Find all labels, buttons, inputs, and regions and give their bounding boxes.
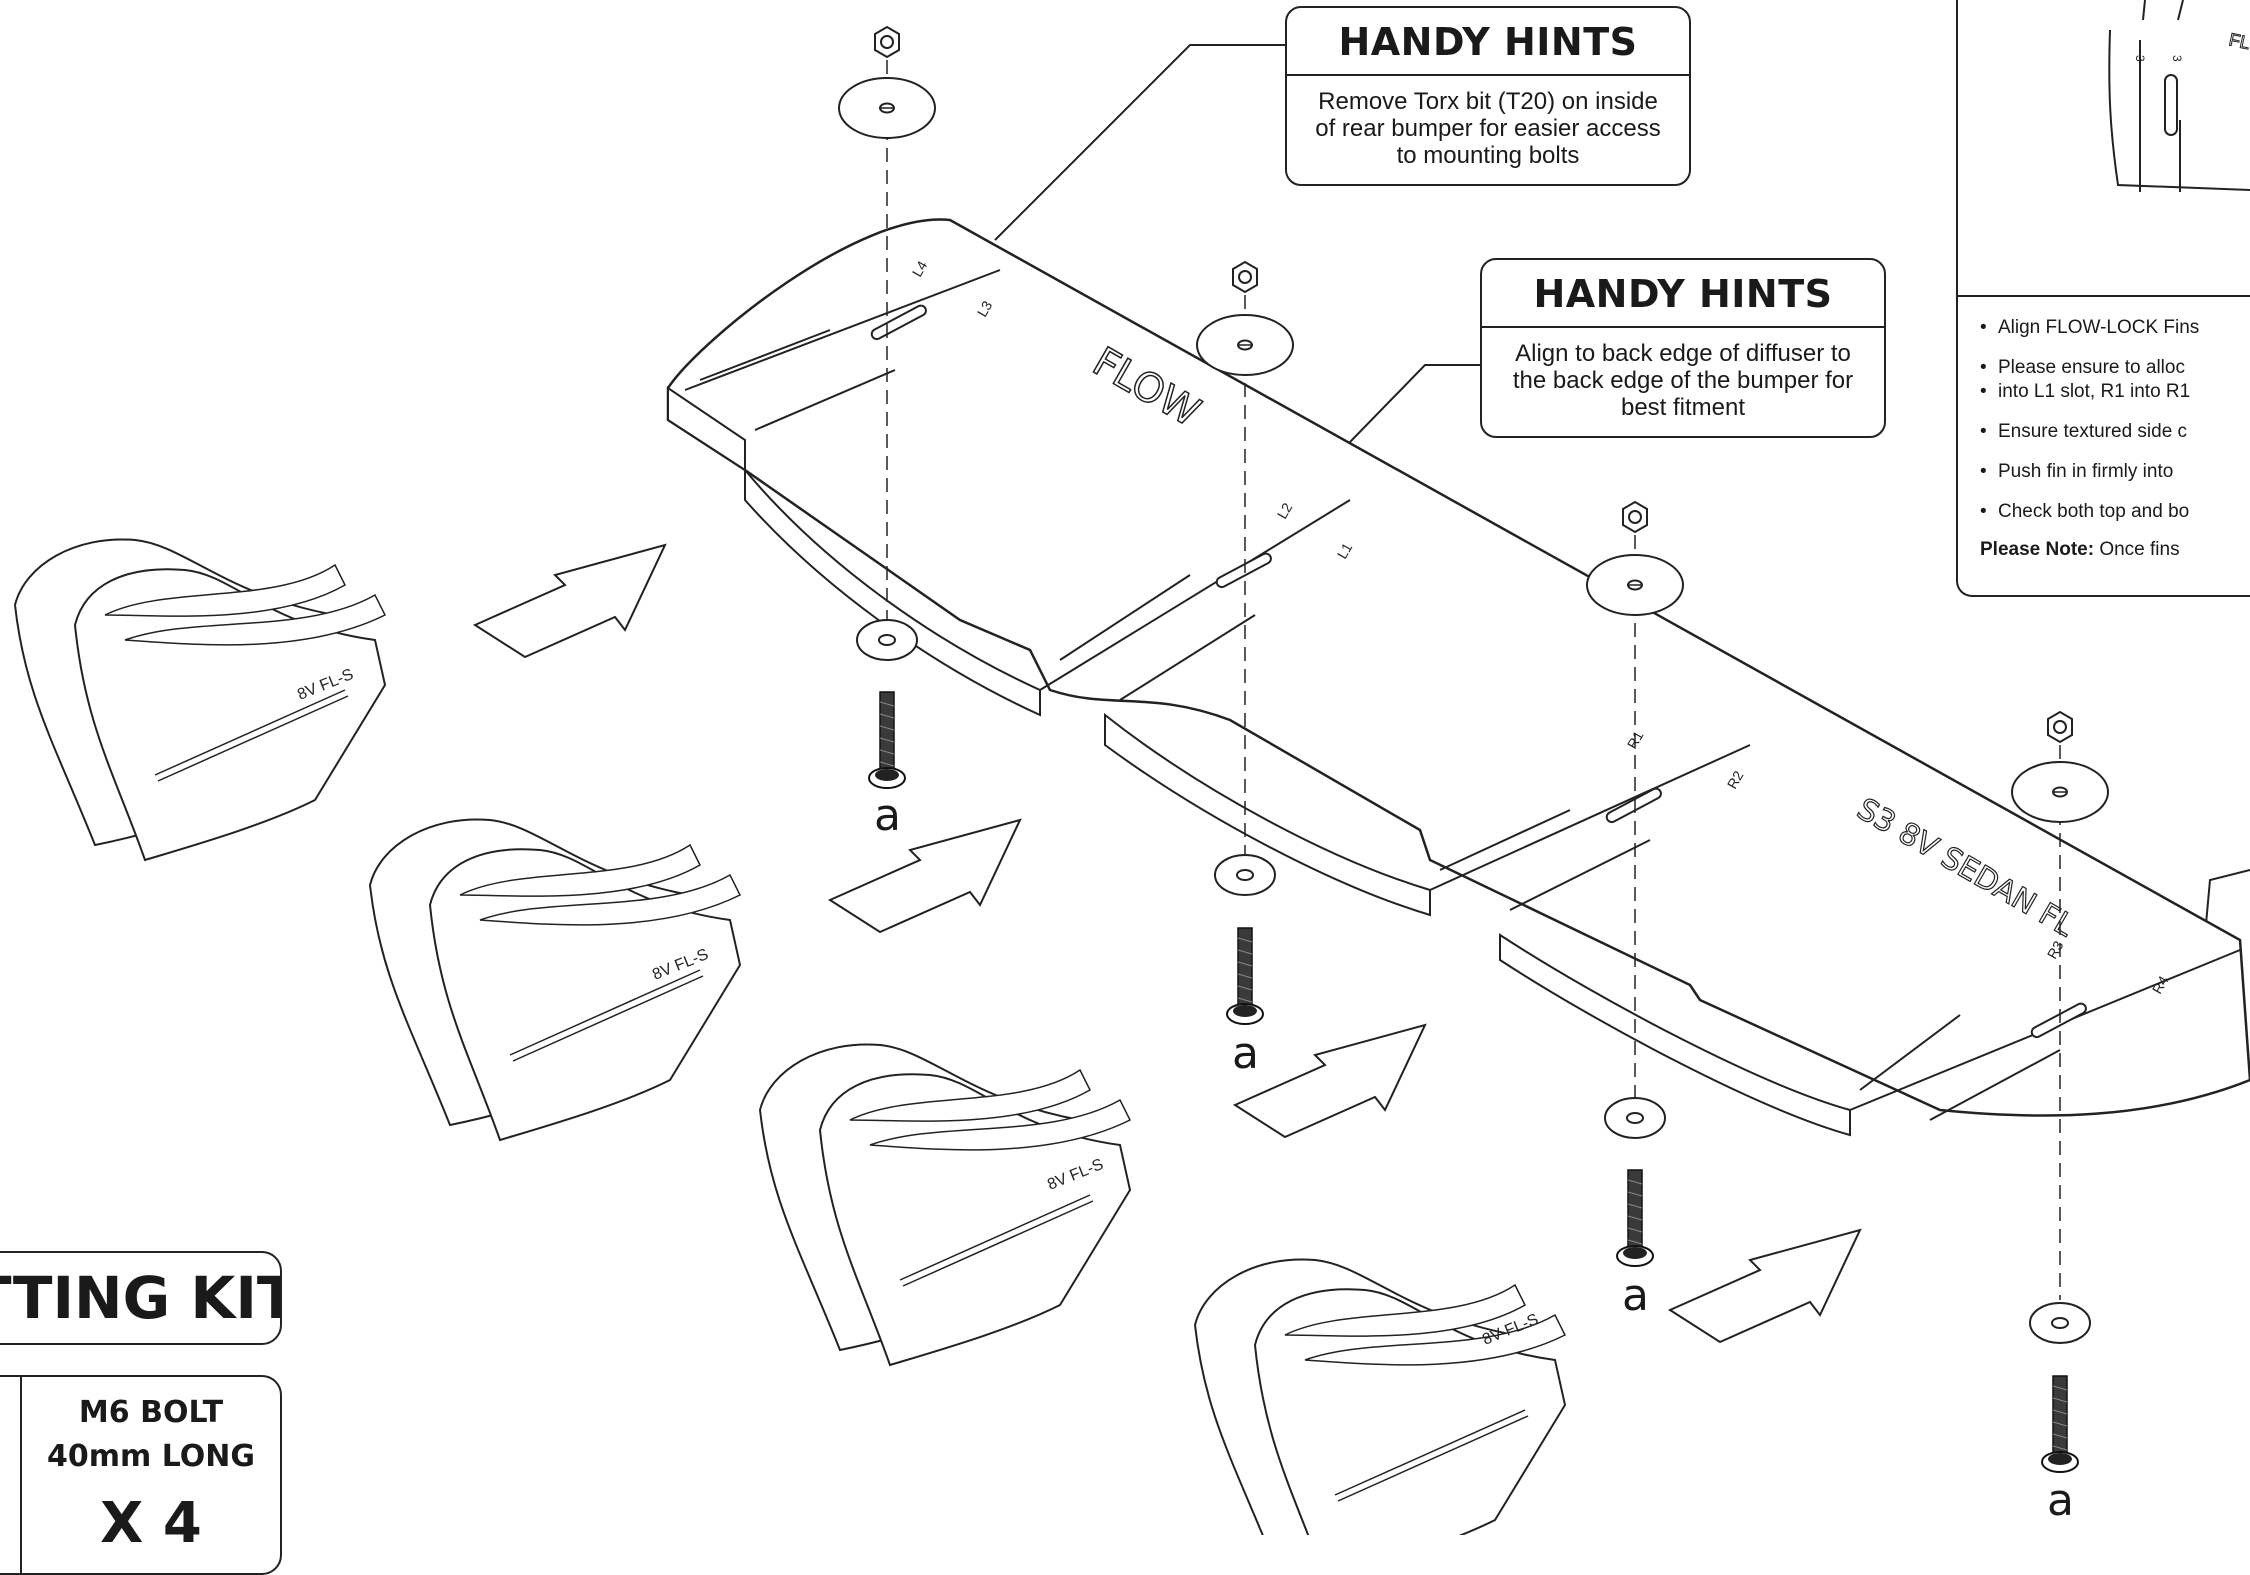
slot-label-r2: R2 [1724,768,1747,792]
handy-hints-title-1: HANDY HINTS [1287,8,1689,76]
instruction-item: Align FLOW-LOCK Fins [1980,315,2250,341]
inset-slot-label-1: 3 [2133,55,2147,62]
mount-stack-2 [1196,261,1294,1025]
kit-item-quantity: X 4 [100,1491,202,1556]
instruction-item: Please ensure to alloc [1980,355,2250,381]
kit-item-name-line2: 40mm LONG [47,1439,255,1474]
slot-label-l3: L3 [974,298,996,320]
hint-2-leader [1314,364,1480,479]
insert-arrow-2 [829,819,1021,933]
kit-item-bolt: M6 BOLT 40mm LONG X 4 [22,1377,280,1556]
insert-arrow-1 [474,544,666,658]
handy-hints-text-1: Remove Torx bit (T20) on inside of rear … [1315,88,1661,169]
instructions-panel: Align FLOW-LOCK Fins Please ensure to al… [1956,295,2250,597]
slot-label-l4: L4 [909,258,931,280]
bolt-label-2: a [1232,1028,1259,1079]
handy-hints-box-2: HANDY HINTS Align to back edge of diffus… [1480,258,1886,438]
handy-hints-text-2: Align to back edge of diffuser to the ba… [1512,340,1854,421]
inset-fin-diagram: 3 3 FLOW [2108,0,2250,192]
mount-stack-4 [2011,711,2109,1473]
instructions-note: Please Note: Once fins [1958,539,2250,561]
hint-1-leader [994,44,1285,241]
diffuser-exploded-diagram: FLOW S3 8V SEDAN FL L4 L3 L2 L1 R1 R2 R3… [14,0,2250,1535]
fin-pair-1 [14,538,386,861]
bolt-label-3: a [1622,1270,1649,1321]
fitting-kit-title: TTING KIT [0,1251,282,1345]
mount-stack-3 [1586,501,1684,1267]
note-label: Please Note: [1980,539,2095,560]
slot-label-l1: L1 [1334,540,1356,562]
fin-pair-4 [1194,1258,1566,1535]
instructions-inset-frame [1956,0,2250,295]
slot-label-r4: R4 [2149,973,2172,997]
fin-pair-2 [369,818,741,1141]
instructions-list: Align FLOW-LOCK Fins Please ensure to al… [1958,315,2250,525]
diffuser-body [666,218,2250,1137]
instruction-item-continued: into L1 slot, R1 into R1 [1980,379,2250,405]
slot-label-l2: L2 [1274,500,1296,522]
bolt-label-4: a [2047,1475,2074,1526]
handy-hints-box-1: HANDY HINTS Remove Torx bit (T20) on ins… [1285,6,1691,186]
fitting-kit-table: M6 BOLT 40mm LONG X 4 [0,1375,282,1575]
instruction-item: Check both top and bo [1980,499,2250,525]
kit-item-name-line1: M6 BOLT [78,1395,224,1430]
instruction-item: Ensure textured side c [1980,419,2250,445]
fin-pair-3 [759,1043,1131,1366]
handy-hints-title-2: HANDY HINTS [1482,260,1884,328]
kit-table-divider [20,1377,22,1573]
bolt-label-1: a [874,790,901,841]
inset-slot-label-2: 3 [2170,55,2184,62]
slot-label-r3: R3 [2044,938,2067,962]
note-text: Once fins [2094,539,2180,560]
right-leader [2204,869,2250,936]
instruction-item: Push fin in firmly into [1980,459,2250,485]
insert-arrow-3 [1234,1024,1426,1138]
insert-arrow-4 [1669,1229,1861,1343]
mount-stack-1 [838,26,936,789]
